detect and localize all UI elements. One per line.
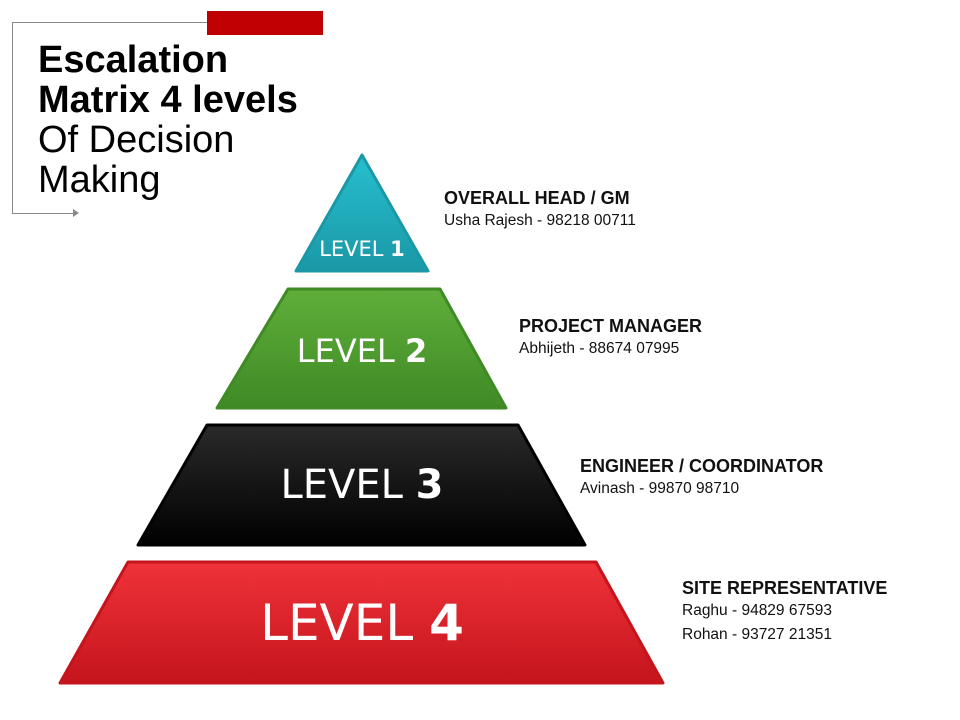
- title-frame-top: [12, 22, 207, 23]
- accent-bar: [207, 11, 323, 35]
- level-3-label-word: LEVEL: [280, 462, 415, 508]
- level-3-contact-1: Avinash - 99870 98710: [580, 480, 740, 497]
- level-3-label: LEVEL 3: [280, 462, 443, 508]
- title-line-3: Of Decision: [38, 119, 235, 161]
- level-3-tier: [136, 423, 587, 547]
- level-2-info: PROJECT MANAGER Abhijeth - 88674 07995: [519, 315, 702, 361]
- title-frame-bottom: [12, 213, 75, 214]
- level-1-label-number: 1: [390, 237, 405, 261]
- level-2-label-word: LEVEL: [297, 332, 405, 370]
- level-2-role: PROJECT MANAGER: [519, 316, 703, 336]
- title-frame-left: [12, 22, 13, 214]
- level-1-role: OVERALL HEAD / GM: [444, 188, 630, 208]
- level-2-label: LEVEL 2: [297, 332, 427, 370]
- level-4-label-number: 4: [429, 594, 464, 652]
- level-4-label: LEVEL 4: [260, 594, 464, 652]
- level-4-role: SITE REPRESENTATIVE: [682, 578, 888, 598]
- level-1-label-word: LEVEL: [319, 237, 390, 261]
- title-line-1: Escalation: [38, 39, 229, 81]
- level-1-tier: [294, 153, 430, 273]
- level-4-contact-2: Rohan - 93727 21351: [682, 626, 832, 643]
- level-3-info: ENGINEER / COORDINATOR Avinash - 99870 9…: [580, 455, 823, 501]
- level-4-tier: [58, 560, 665, 685]
- page-title: Escalation Matrix 4 levels Of Decision M…: [38, 40, 298, 200]
- level-2-tier: [215, 287, 508, 410]
- level-1-info: OVERALL HEAD / GM Usha Rajesh - 98218 00…: [444, 187, 636, 233]
- level-3-role: ENGINEER / COORDINATOR: [580, 456, 824, 476]
- title-line-4: Making: [38, 159, 161, 201]
- title-line-2: Matrix 4 levels: [38, 79, 298, 121]
- arrow-right-icon: [73, 209, 79, 217]
- level-2-contact-1: Abhijeth - 88674 07995: [519, 340, 680, 357]
- level-1-contact-1: Usha Rajesh - 98218 00711: [444, 212, 636, 229]
- level-4-info: SITE REPRESENTATIVE Raghu - 94829 67593 …: [682, 577, 887, 647]
- level-2-label-number: 2: [405, 332, 427, 370]
- level-3-label-number: 3: [416, 462, 444, 508]
- level-1-label: LEVEL 1: [319, 237, 405, 261]
- level-4-label-word: LEVEL: [260, 594, 429, 652]
- level-4-contact-1: Raghu - 94829 67593: [682, 602, 832, 619]
